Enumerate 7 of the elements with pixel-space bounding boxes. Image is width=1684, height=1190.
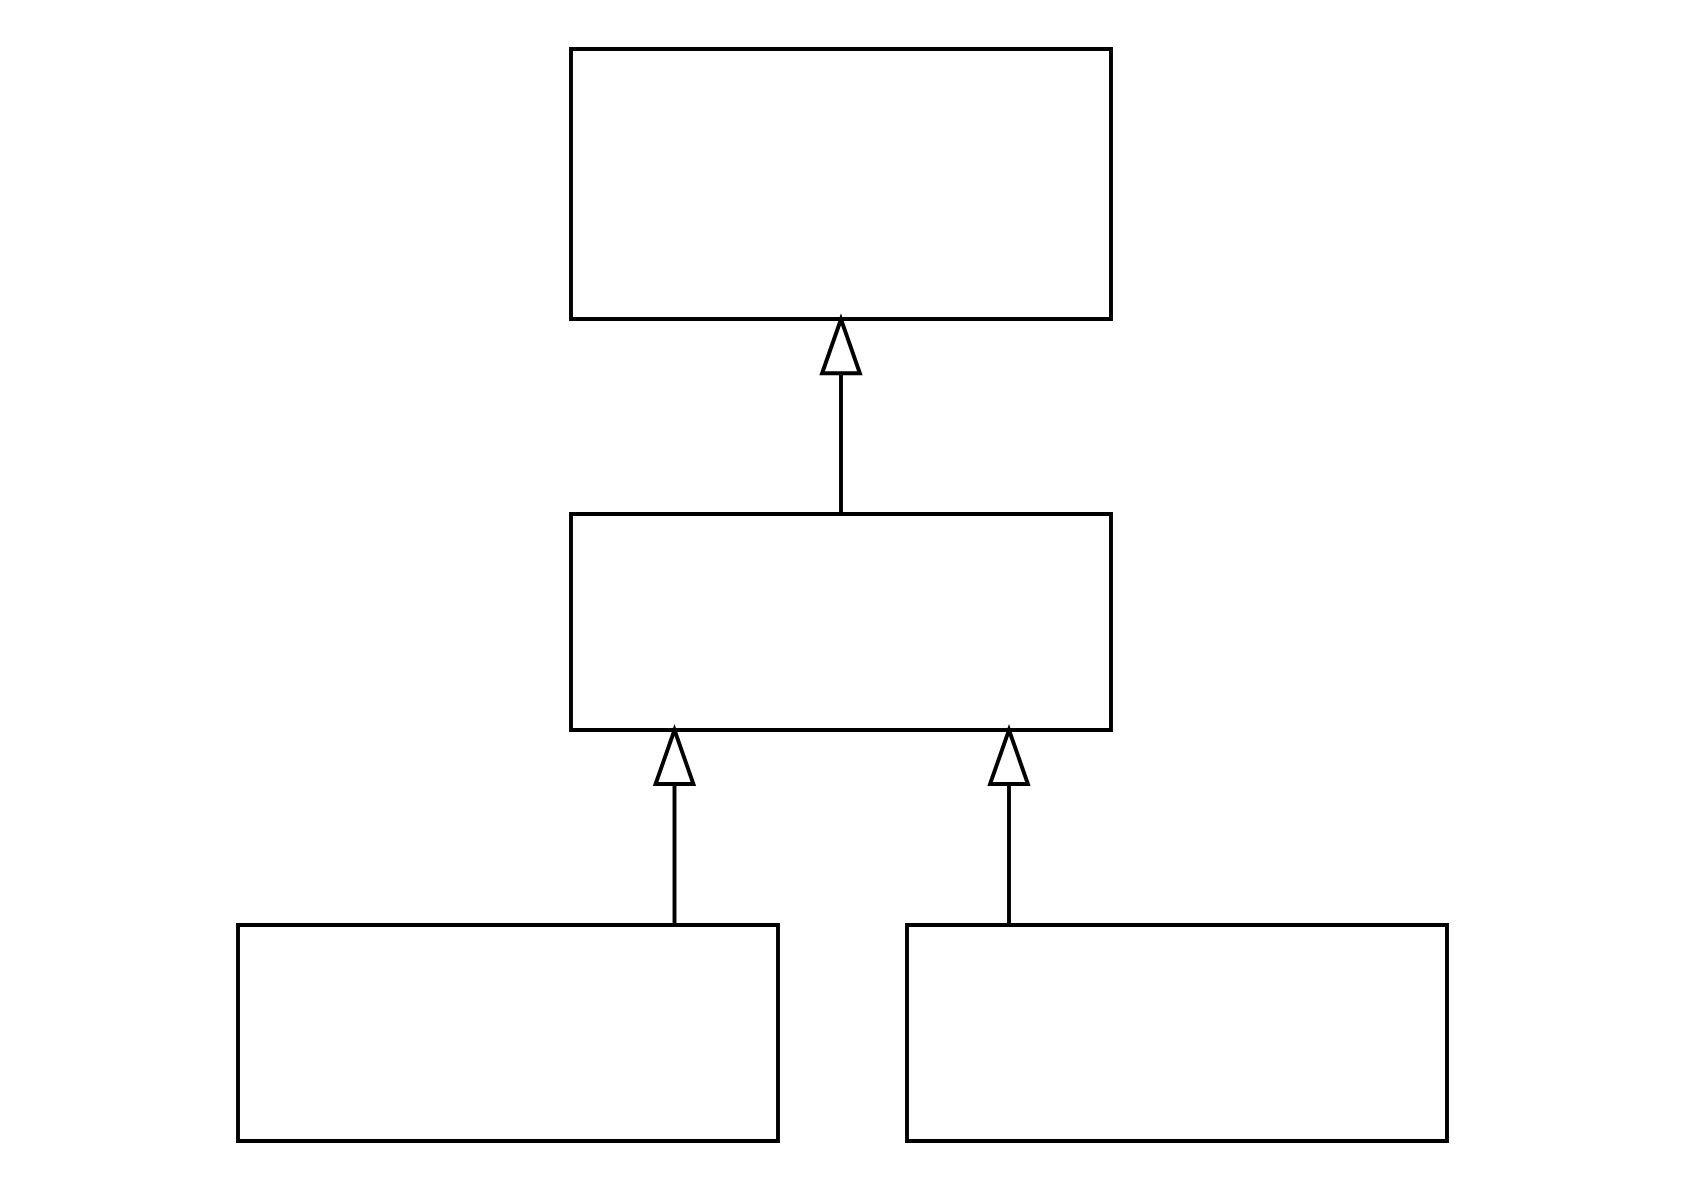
arrow xyxy=(652,724,696,925)
arrow xyxy=(986,724,1031,925)
node-box xyxy=(235,923,780,1143)
arrow xyxy=(818,313,863,514)
node-box xyxy=(568,512,1113,732)
node-box xyxy=(568,47,1113,321)
node-box xyxy=(904,923,1449,1143)
